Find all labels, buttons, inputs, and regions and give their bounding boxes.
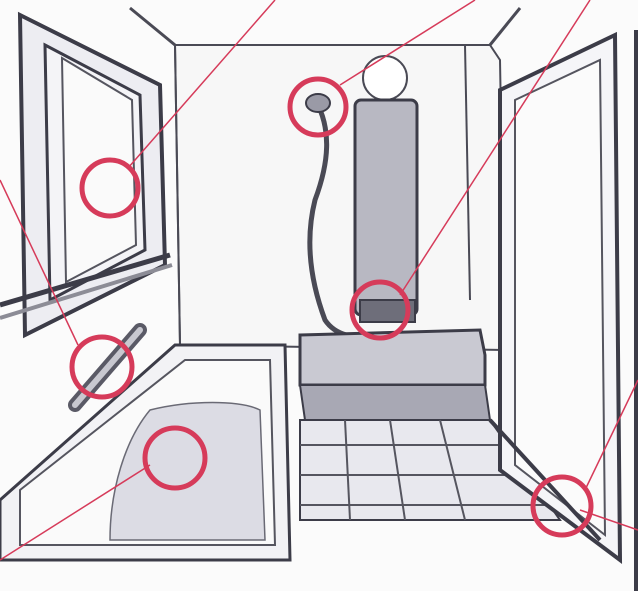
bath-ledge <box>300 330 490 420</box>
back-wall <box>130 8 520 350</box>
